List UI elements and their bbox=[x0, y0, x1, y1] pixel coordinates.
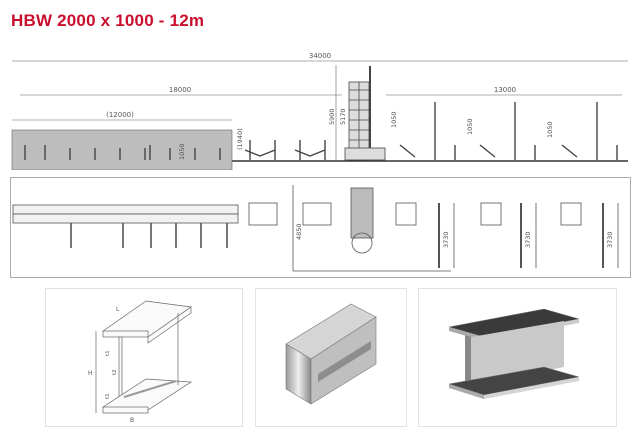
label-length: L bbox=[116, 306, 120, 313]
saw-machine bbox=[344, 66, 386, 161]
dim-machine-inner: 5170 bbox=[339, 108, 347, 125]
label-width: B bbox=[130, 417, 134, 424]
outfeed-supports bbox=[399, 102, 618, 160]
dim-machine-height: 5900 bbox=[328, 108, 336, 125]
page-title: HBW 2000 x 1000 - 12m bbox=[11, 11, 205, 30]
top-view-panel: 4850 3730 3730 3730 bbox=[10, 177, 631, 278]
dim-infeed: 18000 bbox=[169, 86, 191, 94]
label-web: t2 bbox=[112, 369, 118, 375]
h-beam-render bbox=[285, 303, 377, 405]
beam-dimension-panel: L H t1 t2 t1 B bbox=[45, 288, 243, 427]
i-beam-drawing: L H t1 t2 t1 B bbox=[88, 300, 193, 424]
dim-station-3: 3730 bbox=[606, 231, 614, 248]
label-flange-top: t1 bbox=[105, 350, 111, 356]
top-view-drawing: 4850 3730 3730 3730 bbox=[12, 185, 619, 272]
infeed-supports bbox=[24, 140, 326, 160]
dim-outfeed: 13000 bbox=[494, 86, 516, 94]
dim-beam-height: (1940) bbox=[236, 128, 244, 150]
dim-station-2: 3730 bbox=[524, 231, 532, 248]
dim-total: 34000 bbox=[309, 52, 331, 60]
dim-table-height: 1050 bbox=[178, 143, 186, 160]
dim-outfeed-height-3: 1050 bbox=[546, 121, 554, 138]
dim-beam: (12000) bbox=[106, 111, 134, 119]
label-height: H bbox=[88, 370, 93, 377]
label-flange-bottom: t1 bbox=[105, 393, 111, 399]
dim-station-1: 3730 bbox=[442, 231, 450, 248]
i-beam-render-panel bbox=[418, 288, 617, 427]
dim-outfeed-height-2: 1050 bbox=[466, 118, 474, 135]
dim-width: 4850 bbox=[295, 223, 303, 240]
i-beam-render bbox=[448, 308, 580, 399]
h-beam-render-panel bbox=[255, 288, 407, 427]
side-view-drawing: 34000 18000 (12000) 13000 (1940) 1050 59… bbox=[11, 52, 628, 170]
dim-outfeed-height-1: 1050 bbox=[390, 111, 398, 128]
